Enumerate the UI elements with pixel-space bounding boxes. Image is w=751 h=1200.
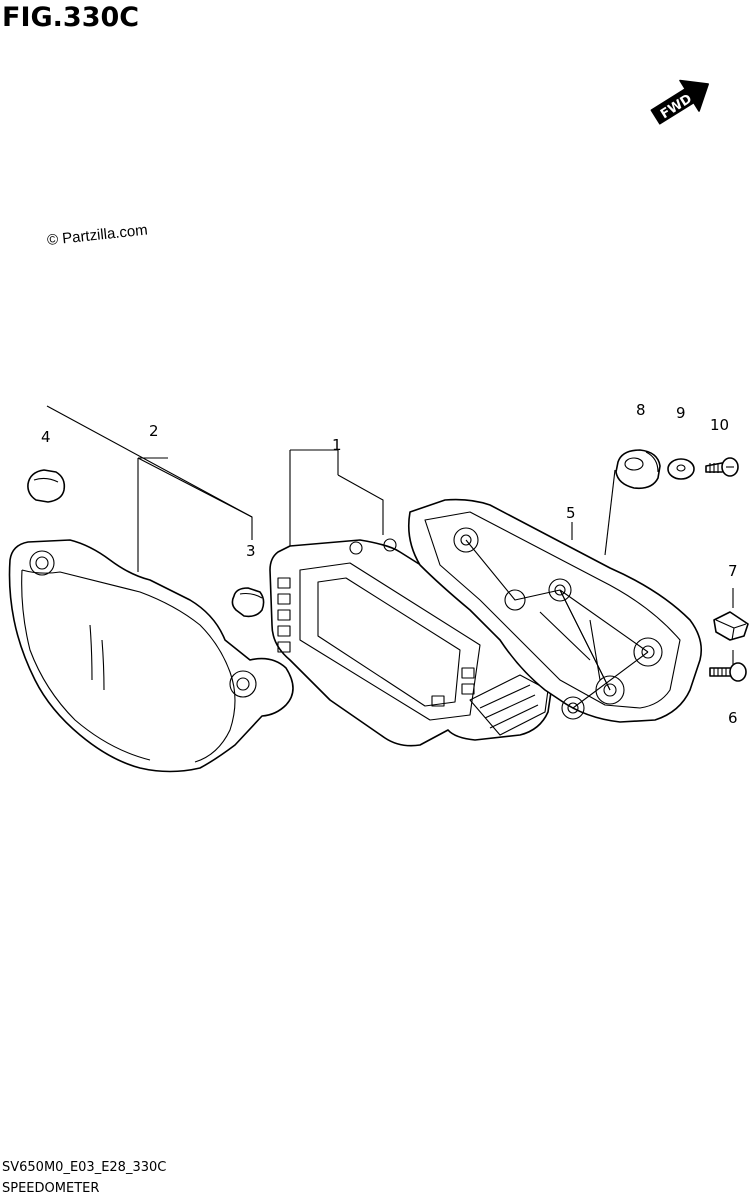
callout-5: 5 [566, 504, 576, 522]
part-9-washer [667, 458, 695, 480]
part-6-screw [709, 662, 747, 682]
callout-9: 9 [676, 404, 686, 422]
callout-labels: 1 2 3 4 5 6 7 8 9 10 [41, 401, 738, 727]
figure-title: FIG.330C [2, 2, 140, 33]
callout-7: 7 [728, 562, 738, 580]
part-4-cap [27, 469, 66, 503]
callout-6: 6 [728, 709, 738, 727]
part-3-cap [231, 587, 265, 618]
callout-8: 8 [636, 401, 646, 419]
callout-10: 10 [710, 416, 729, 434]
diagram-name: SPEEDOMETER [2, 1181, 100, 1196]
part-8-grommet [615, 449, 661, 490]
part-5-rear-housing [407, 498, 703, 723]
callout-1: 1 [332, 436, 342, 454]
callout-4: 4 [41, 428, 51, 446]
forward-arrow-icon: FWD [650, 79, 709, 125]
callout-3: 3 [246, 542, 256, 560]
part-1-display-assembly [269, 538, 556, 747]
part-10-screw [705, 457, 739, 477]
part-2-lens-cover [8, 539, 294, 773]
leader-lines [46, 405, 734, 665]
callout-2: 2 [149, 422, 159, 440]
part-7-clip-nut [713, 611, 749, 641]
diagram-code: SV650M0_E03_E28_330C [2, 1160, 167, 1175]
